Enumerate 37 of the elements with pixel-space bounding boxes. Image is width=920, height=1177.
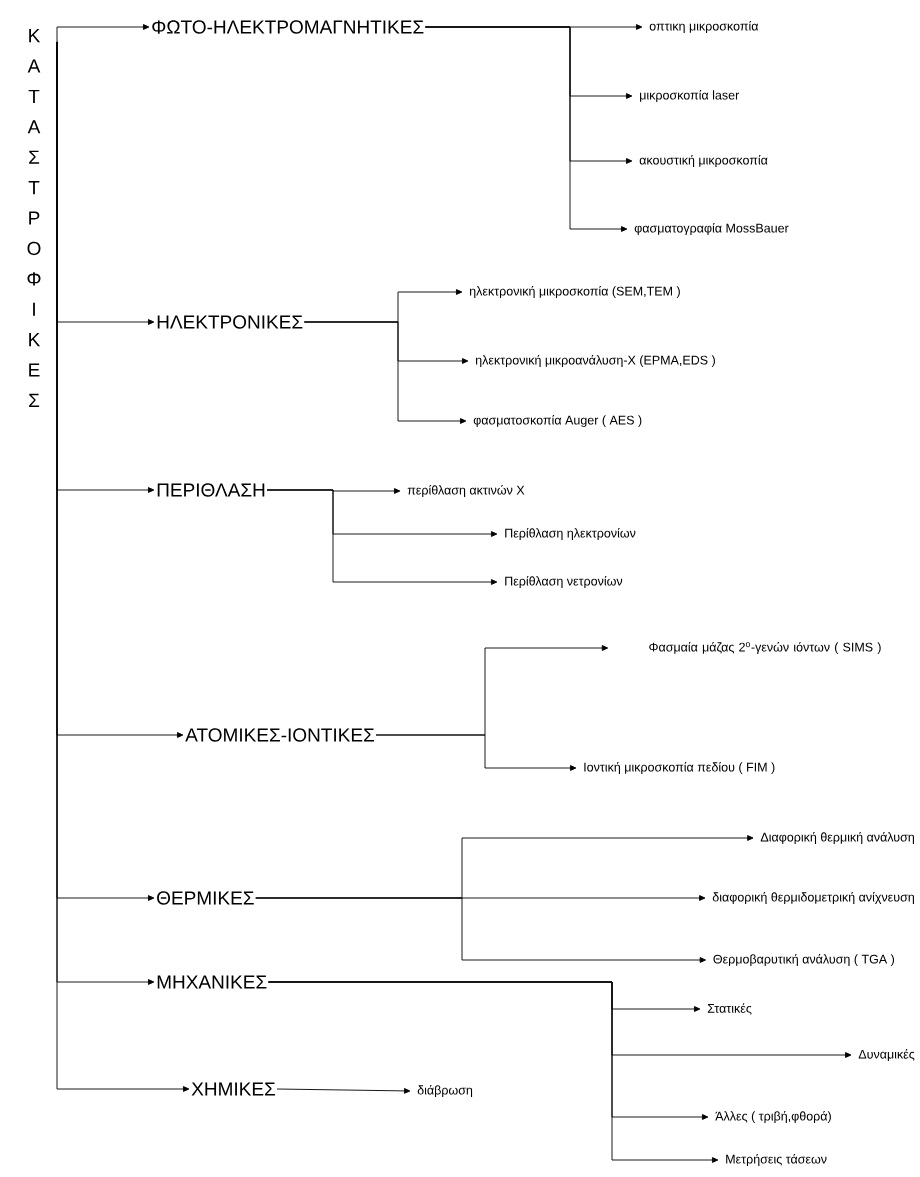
method-label: φασματογραφία MossBauer: [634, 223, 789, 235]
arrow: [276, 1088, 411, 1094]
method-label: Θερμοβαρυτική ανάλυση ( TGA ): [713, 954, 894, 966]
method-label: φασματοσκοπία Auger ( AES ): [473, 415, 642, 427]
category-heading: ΘΕΡΜΙΚΕΣ: [157, 891, 254, 905]
arrow: [375, 734, 577, 771]
arrow: [267, 981, 719, 1163]
method-label: διαφορική θερμιδομετρική ανίχνευση: [712, 892, 914, 904]
category-heading: ΜΗΧΑΝΙΚΕΣ: [157, 975, 267, 989]
method-label: Φασμαία μάζας 2$^{ο}$-γενών ιόντων ( SIMS ): [649, 642, 881, 654]
arrow: [56, 24, 150, 43]
method-label: ακουστική μικροσκοπία: [639, 155, 768, 167]
arrow: [56, 41, 190, 1092]
category-heading: ΑΤΟΜΙΚΕΣ-ΙΟΝΤΙΚΕΣ: [185, 728, 375, 742]
method-label: ηλεκτρονική μικροανάλυση-Χ (ΕΡΜΑ,EDS ): [475, 355, 715, 367]
category-heading: ΦΩΤΟ-ΗΛΕΚΤΡΟΜΑΓΝΗΤΙΚΕΣ: [152, 20, 424, 34]
method-label: περίθλαση ακτινών Χ: [407, 485, 525, 497]
vertical-title: ΚΑΤΑΣΤΡΟΦΙΚΕΣ: [27, 29, 41, 407]
method-label: ηλεκτρονική μικροσκοπία (SEM,TEM ): [469, 286, 680, 298]
arrow: [424, 26, 628, 232]
method-label: Περίθλαση ηλεκτρονίων: [505, 528, 636, 540]
category-heading: ΧΗΜΙΚΕΣ: [191, 1082, 276, 1096]
arrow: [266, 489, 498, 585]
method-label: Δυναμικές: [858, 1049, 915, 1061]
category-heading: ΠΕΡΙΘΛΑΣΗ: [157, 483, 265, 497]
category-heading: ΗΛΕΚΤΡΟΝΙΚΕΣ: [157, 315, 303, 329]
arrow: [303, 321, 467, 424]
method-label: διάβρωση: [417, 1085, 473, 1097]
method-label: Στατικές: [707, 1003, 752, 1015]
method-label: οπτικη μικροσκοπία: [649, 21, 759, 33]
method-label: Ιοντική μικροσκοπία πεδίου ( FIM ): [584, 762, 775, 774]
method-label: Διαφορική θερμική ανάλυση: [760, 832, 914, 844]
method-label: Περίθλαση νετρονίων: [505, 576, 623, 588]
method-label: Μετρήσεις τάσεων: [726, 1154, 827, 1166]
arrow: [255, 897, 706, 963]
method-label: Άλλες ( τριβή,φθορά): [715, 1111, 831, 1123]
method-label: μικροσκοπία laser: [640, 90, 740, 102]
